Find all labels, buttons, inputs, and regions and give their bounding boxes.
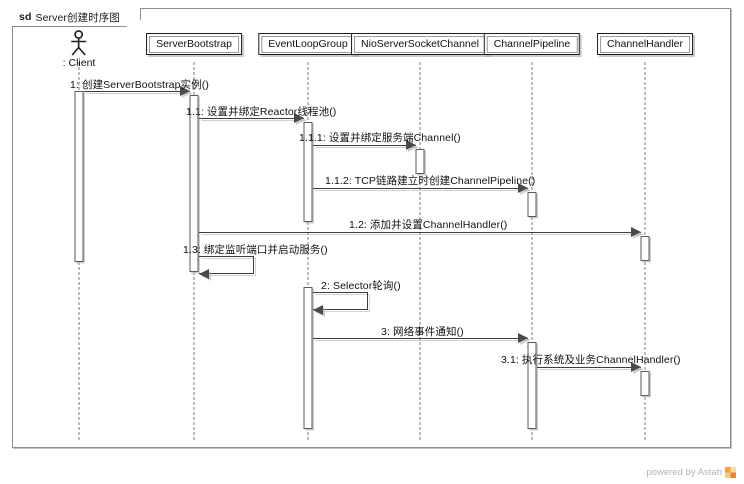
arrowhead-1.1.1 — [405, 140, 416, 150]
participant-label-client: : Client — [62, 57, 96, 69]
lifeline-niochannel — [419, 62, 421, 440]
activation-bar-bootstrap — [189, 95, 199, 272]
message-label-1.1: 1.1: 设置并绑定Reactor线程池() — [186, 106, 337, 118]
activation-bar-pipeline — [527, 342, 537, 429]
message-line-shadow-1.1 — [200, 120, 306, 121]
message-label-2: 2: Selector轮询() — [321, 280, 401, 292]
arrowhead-3.1 — [630, 362, 641, 372]
frame-title: Server创建时序图 — [35, 11, 120, 24]
frame-keyword: sd — [19, 11, 32, 23]
self-message-shadow-1.3 — [200, 258, 256, 276]
participant-label-pipeline: ChannelPipeline — [483, 33, 581, 55]
astah-watermark: powered by Astah — [646, 467, 736, 478]
arrowhead-1.3 — [198, 269, 209, 279]
participant-label-niochannel: NioServerSocketChannel — [351, 33, 489, 55]
participant-label-bootstrap: ServerBootstrap — [146, 33, 242, 55]
message-label-1.1.1: 1.1.1: 设置并绑定服务端Channel() — [299, 132, 461, 144]
participant-eventloop[interactable]: EventLoopGroup — [258, 33, 358, 55]
self-message-shadow-2 — [314, 294, 370, 312]
message-line-shadow-1.2 — [200, 234, 643, 235]
message-line-1[interactable] — [83, 91, 190, 92]
participant-pipeline[interactable]: ChannelPipeline — [483, 33, 581, 55]
lifeline-eventloop — [307, 62, 309, 440]
arrowhead-1.1 — [293, 113, 304, 123]
message-line-1.1.1[interactable] — [312, 145, 416, 146]
activation-bar-client — [74, 91, 84, 262]
arrowhead-2 — [312, 305, 323, 315]
watermark-text: powered by Astah — [646, 467, 722, 478]
message-line-shadow-3.1 — [538, 369, 643, 370]
message-label-3.1: 3.1: 执行系统及业务ChannelHandler() — [501, 354, 681, 366]
message-label-1.3: 1.3: 绑定监听端口并启动服务() — [183, 244, 328, 256]
participant-handler[interactable]: ChannelHandler — [597, 33, 693, 55]
actor-stick-figure-icon — [71, 30, 87, 56]
activation-bar-handler — [640, 371, 650, 396]
message-line-shadow-1.1.1 — [314, 147, 418, 148]
arrowhead-1 — [179, 86, 190, 96]
message-line-1.1.2[interactable] — [312, 188, 528, 189]
message-line-3.1[interactable] — [536, 367, 641, 368]
activation-bar-eventloop — [303, 287, 313, 429]
message-label-1: 1: 创建ServerBootstrap实例() — [70, 79, 209, 91]
arrowhead-3 — [517, 333, 528, 343]
participant-label-eventloop: EventLoopGroup — [258, 33, 358, 55]
participant-bootstrap[interactable]: ServerBootstrap — [146, 33, 242, 55]
frame-header-tab: sd Server创建时序图 — [12, 8, 141, 27]
lifeline-pipeline — [531, 62, 533, 440]
message-line-1.2[interactable] — [198, 232, 641, 233]
activation-bar-pipeline — [527, 192, 537, 217]
activation-bar-eventloop — [303, 122, 313, 222]
participant-niochannel[interactable]: NioServerSocketChannel — [351, 33, 489, 55]
message-line-shadow-1 — [85, 93, 192, 94]
self-message-1.3[interactable] — [198, 256, 254, 274]
participant-client[interactable]: : Client — [62, 30, 96, 69]
arrowhead-1.1.2 — [517, 183, 528, 193]
message-line-shadow-3 — [314, 340, 530, 341]
message-label-1.2: 1.2: 添加并设置ChannelHandler() — [349, 219, 508, 231]
activation-bar-handler — [640, 236, 650, 261]
message-line-3[interactable] — [312, 338, 528, 339]
sequence-diagram-frame — [12, 8, 731, 448]
message-label-1.1.2: 1.1.2: TCP链路建立时创建ChannelPipeline() — [325, 175, 536, 187]
activation-bar-niochannel — [415, 149, 425, 174]
participant-label-handler: ChannelHandler — [597, 33, 693, 55]
arrowhead-1.2 — [630, 227, 641, 237]
message-label-3: 3: 网络事件通知() — [381, 326, 464, 338]
message-line-shadow-1.1.2 — [314, 190, 530, 191]
astah-logo-icon — [725, 467, 736, 478]
self-message-2[interactable] — [312, 292, 368, 310]
message-line-1.1[interactable] — [198, 118, 304, 119]
